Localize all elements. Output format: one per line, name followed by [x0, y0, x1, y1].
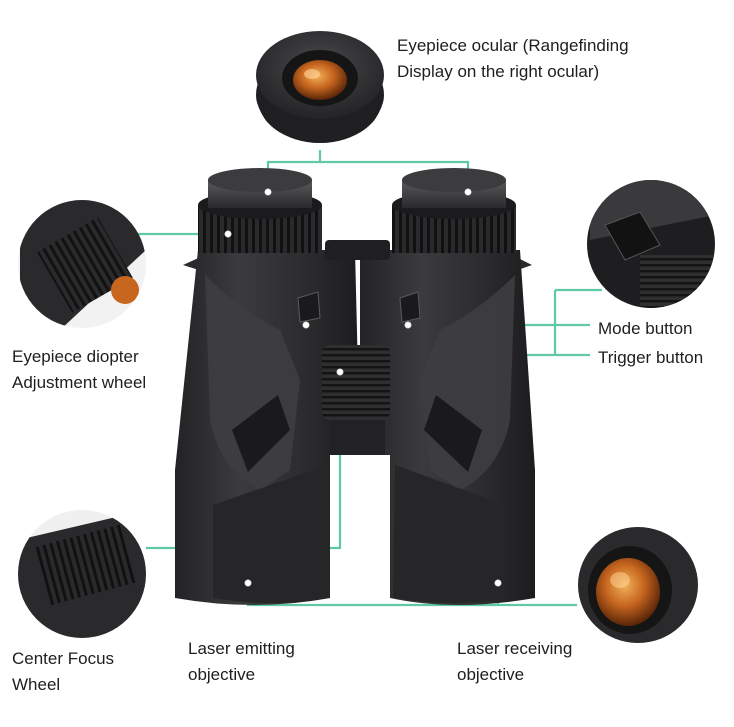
label-center-focus-line2: Wheel — [12, 675, 61, 694]
inset-diopter-wheel — [18, 200, 146, 328]
label-laser-emitting: Laser emitting objective — [188, 636, 295, 688]
label-diopter: Eyepiece diopter Adjustment wheel — [12, 344, 146, 396]
label-diopter-line1: Eyepiece diopter — [12, 347, 139, 366]
inset-eyepiece-ocular — [254, 17, 386, 149]
marker-mode — [404, 321, 412, 329]
label-laser-receiving-line2: objective — [457, 665, 525, 684]
inset-center-focus — [18, 510, 146, 638]
label-laser-emitting-line2: objective — [188, 665, 256, 684]
binocular-body — [175, 168, 535, 605]
label-center-focus-line1: Center Focus — [12, 649, 115, 668]
label-diopter-line2: Adjustment wheel — [12, 373, 147, 392]
marker-trigger — [302, 321, 310, 329]
label-laser-emitting-line1: Laser emitting — [188, 639, 295, 658]
marker-dots — [224, 188, 502, 587]
marker-laser-emit — [244, 579, 252, 587]
marker-eyepiece-left — [264, 188, 272, 196]
label-eyepiece-ocular-line2: Display on the right ocular) — [397, 62, 600, 81]
label-center-focus: Center Focus Wheel — [12, 646, 114, 698]
label-laser-receiving-line1: Laser receiving — [457, 639, 573, 658]
marker-diopter — [224, 230, 232, 238]
marker-laser-receive — [494, 579, 502, 587]
marker-eyepiece-right — [464, 188, 472, 196]
inset-buttons — [587, 180, 715, 308]
label-eyepiece-ocular: Eyepiece ocular (Rangefinding Display on… — [397, 33, 629, 85]
inset-laser-receiving-objective — [574, 521, 702, 649]
marker-focus — [336, 368, 344, 376]
label-trigger-button: Trigger button — [598, 348, 704, 367]
label-mode-button: Mode button — [598, 319, 693, 338]
label-eyepiece-ocular-line1: Eyepiece ocular (Rangefinding — [397, 36, 629, 55]
label-laser-receiving: Laser receiving objective — [457, 636, 572, 688]
